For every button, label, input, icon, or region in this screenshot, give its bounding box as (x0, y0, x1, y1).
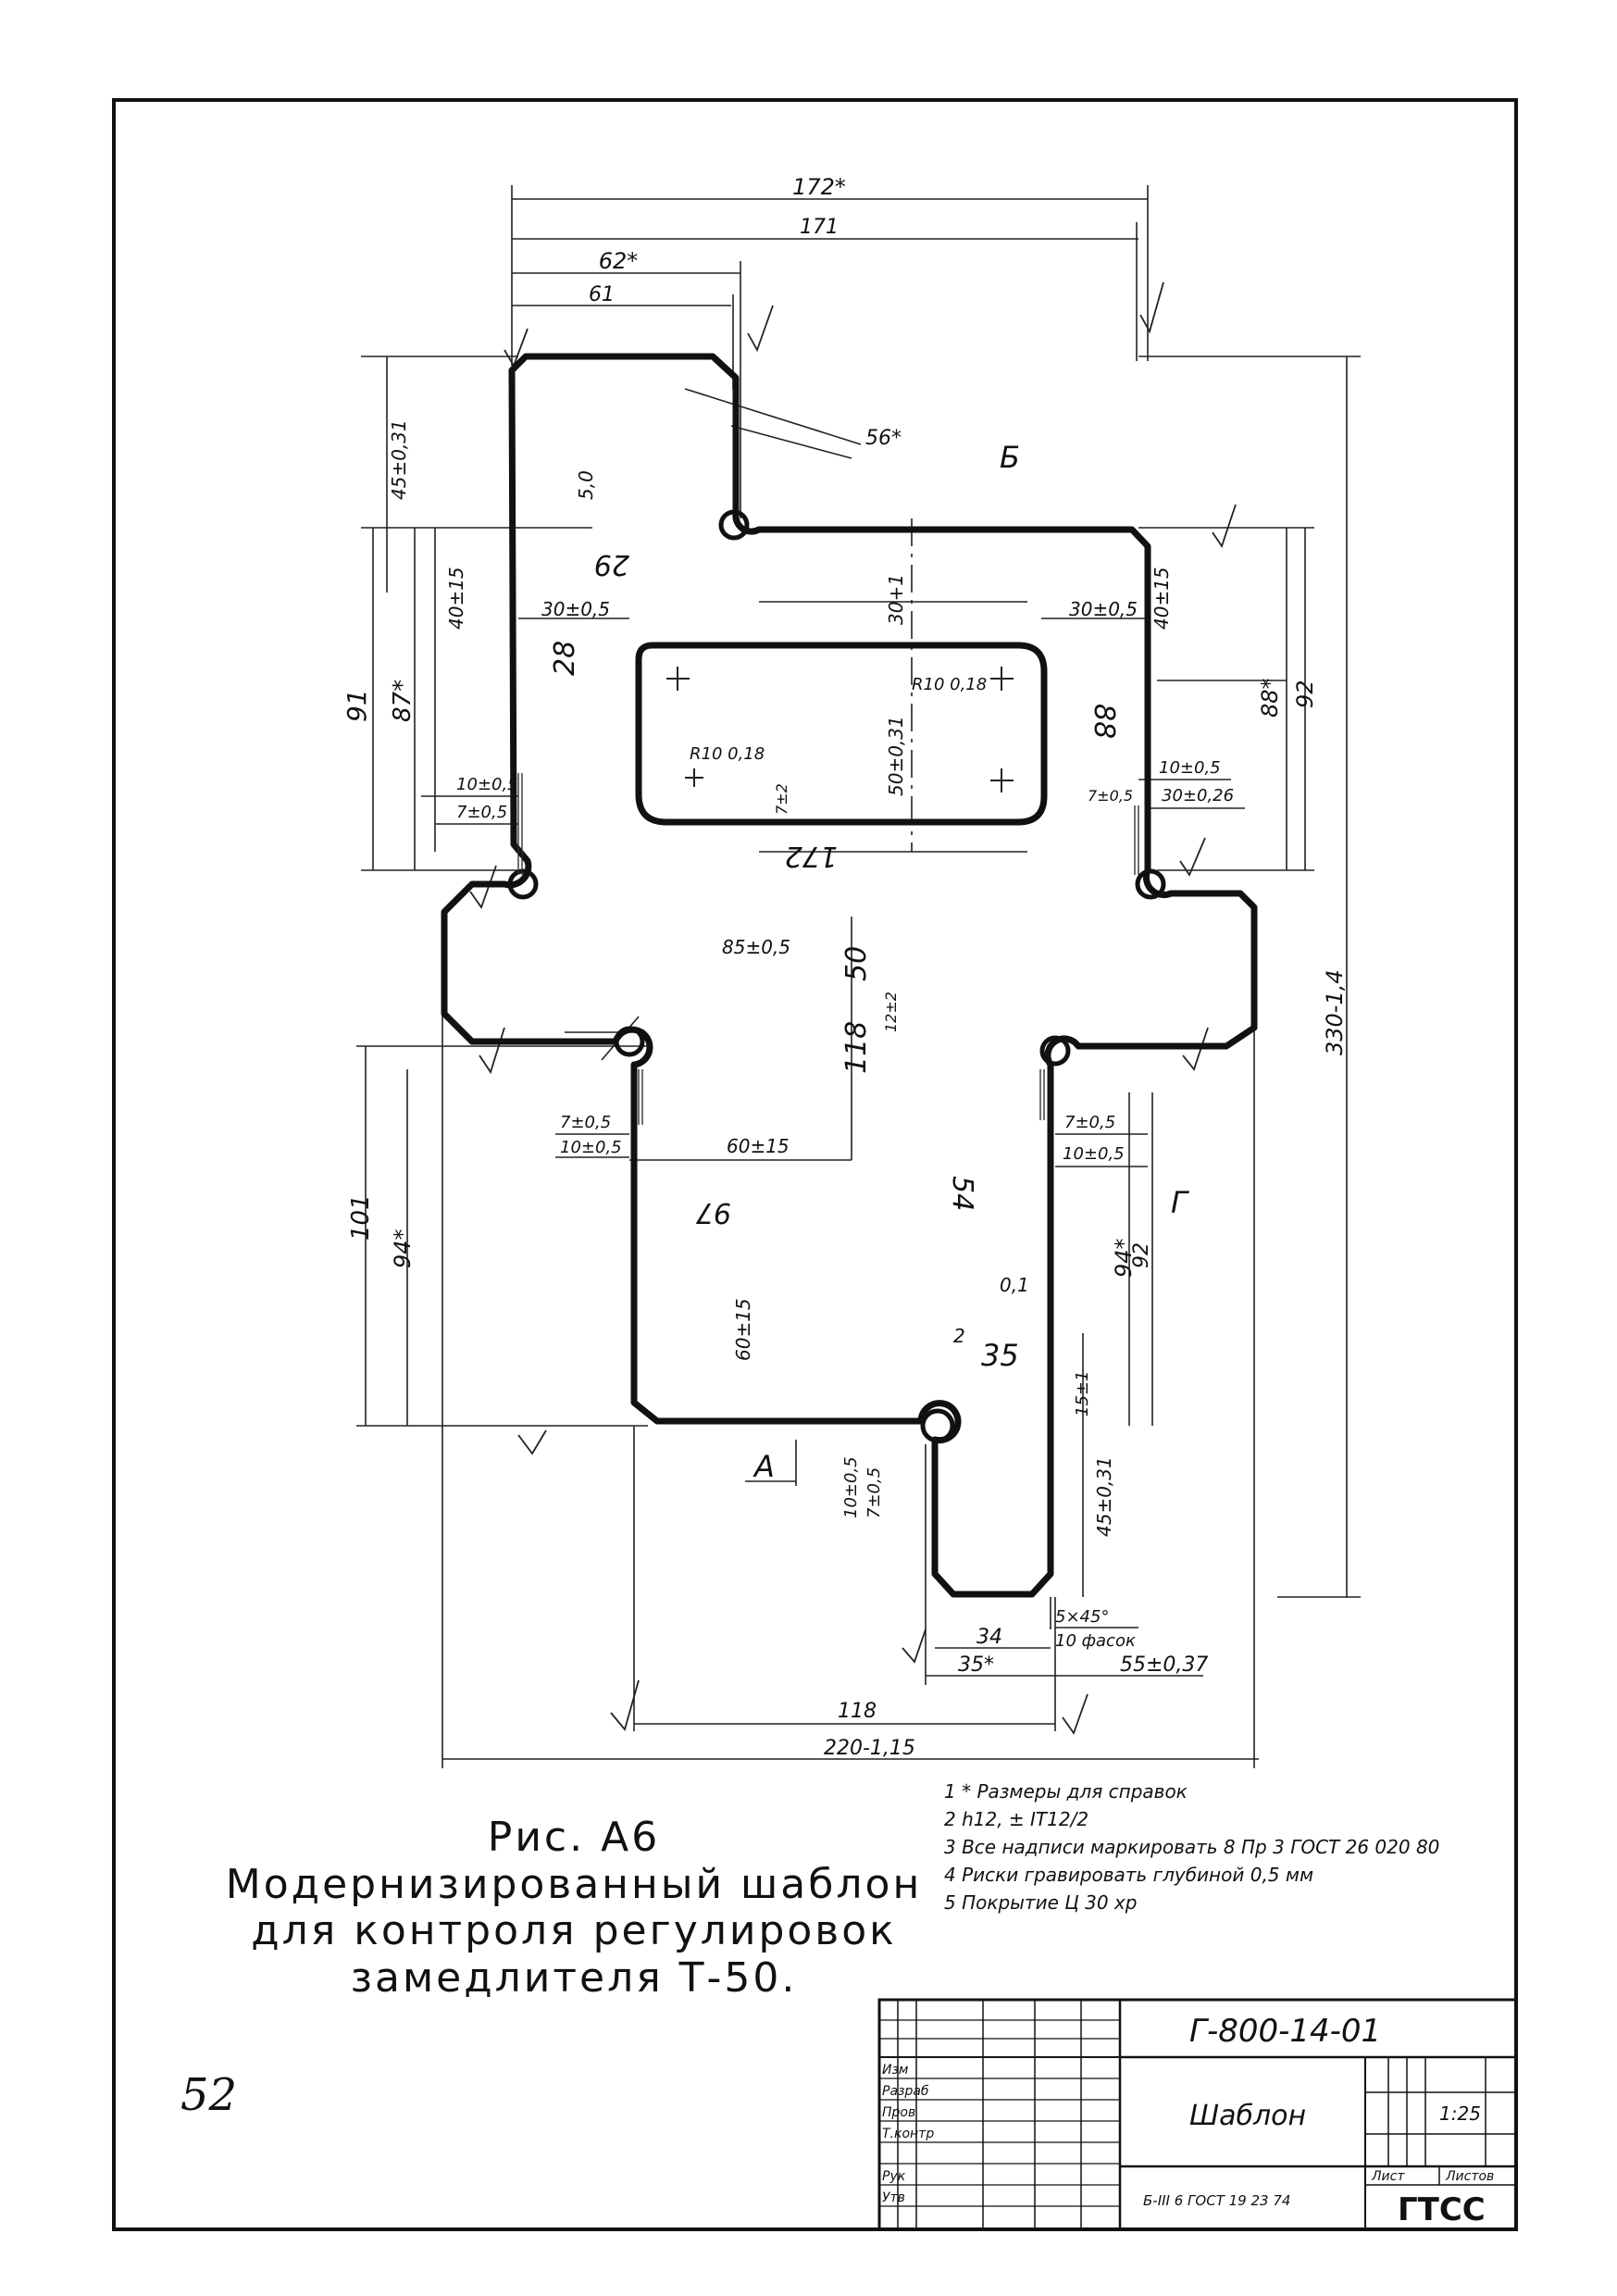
role-0: Изм (882, 2063, 909, 2078)
dim-172: 172* (792, 174, 846, 200)
dim-5: 5,0 (575, 470, 597, 500)
dim-01: 0,1 (1000, 1274, 1029, 1296)
scribe-marks (666, 667, 1014, 792)
sheet-label: Лист (1371, 2169, 1405, 2184)
dim-61: 61 (589, 283, 615, 306)
dim-97: 97 (696, 1196, 731, 1229)
drawing-scale: 1:25 (1439, 2103, 1481, 2125)
dim-7-05-r: 7±0,5 (1064, 1113, 1115, 1132)
role-5: Утв (882, 2190, 905, 2205)
dim-88: 88 (1088, 704, 1120, 739)
dim-91: 91 (342, 689, 372, 722)
dim-10-05-r: 10±0,5 (1063, 1144, 1125, 1164)
dim-45-031-bot: 45±0,31 (1093, 1456, 1115, 1537)
dim-30-1: 30+1 (885, 574, 907, 625)
dim-94-left: 94* (390, 1229, 416, 1268)
dim-40-15-left: 40±15 (445, 567, 467, 630)
organization: ГТСС (1398, 2191, 1486, 2228)
sheets-label: Листов (1445, 2169, 1494, 2184)
relief-holes (507, 509, 1166, 1443)
dim-7-05-low: 7±0,5 (560, 1113, 611, 1132)
role-1: Разраб (882, 2084, 929, 2099)
dim-118-mid: 118 (840, 1021, 873, 1074)
dim-118-bot: 118 (838, 1700, 877, 1723)
dim-r10-top: R10 0,18 (912, 675, 987, 694)
dim-94-right: 94* (1111, 1238, 1137, 1278)
caption-line-4: замедлителя Т-50. (350, 1953, 798, 2002)
dim-r10-bot: R10 0,18 (690, 744, 765, 764)
note-4: 4 Риски гравировать глубиной 0,5 мм (944, 1864, 1314, 1886)
caption-line-3: для контроля регулировок (251, 1907, 897, 1955)
dim-30-05-left: 30±0,5 (541, 598, 610, 620)
dim-40-15-right: 40±15 (1151, 567, 1173, 630)
dim-85-05: 85±0,5 (722, 936, 790, 958)
dim-12-2: 12±2 (882, 992, 900, 1032)
dim-35s: 35* (958, 1653, 994, 1677)
dim-101: 101 (347, 1194, 375, 1241)
dim-56: 56* (865, 427, 902, 450)
dim-2: 2 (953, 1325, 965, 1347)
dim-7-05-right: 7±0,5 (1088, 787, 1133, 805)
dim-10-05-left: 10±0,5 (456, 775, 518, 794)
caption-line-2: Модернизированный шаблон (225, 1860, 923, 1908)
dim-30-05-right: 30±0,5 (1069, 598, 1138, 620)
dim-10-05-right: 10±0,5 (1159, 758, 1221, 778)
figure-caption: Рис. А6 Модернизированный шаблон для кон… (204, 1814, 944, 2002)
dim-50-031: 50±0,31 (885, 716, 907, 796)
label-a: А (753, 1449, 775, 1484)
dimension-labels: 172* 171 62* 61 56* Б 45±0,31 5,0 29 40±… (342, 174, 1348, 1760)
dim-60-15: 60±15 (727, 1135, 790, 1157)
dim-60-15b: 60±15 (732, 1298, 754, 1361)
dim-50-mid: 50 (840, 946, 873, 981)
drawing-name: Шаблон (1189, 2100, 1306, 2132)
dim-45-031: 45±0,31 (388, 419, 410, 500)
note-5: 5 Покрытие Ц 30 хр (944, 1891, 1138, 1914)
material: Б-III 6 ГОСТ 19 23 74 (1143, 2192, 1290, 2209)
dim-35: 35 (981, 1338, 1019, 1373)
dim-55-037: 55±0,37 (1120, 1653, 1208, 1677)
dim-220: 220-1,15 (824, 1737, 915, 1760)
role-4: Рук (882, 2169, 906, 2184)
dim-171: 171 (800, 216, 839, 239)
label-g: Г (1171, 1185, 1189, 1220)
title-block-text: Г-800-14-01 Шаблон 1:25 Лист Листов Б-II… (882, 2013, 1494, 2228)
dim-10-05-low: 10±0,5 (560, 1138, 622, 1157)
dim-7-05-left: 7±0,5 (456, 803, 507, 822)
dim-92: 92 (1292, 680, 1318, 708)
dim-34: 34 (976, 1626, 1002, 1649)
drawing-frame (112, 98, 1518, 2231)
title-block (877, 1998, 1518, 2231)
dim-88s: 88* (1257, 678, 1283, 718)
dim-29: 29 (594, 548, 629, 580)
note-3: 3 Все надписи маркировать 8 Пр 3 ГОСТ 26… (944, 1836, 1440, 1858)
dim-15: 15±1 (1073, 1371, 1092, 1416)
drawing-designation: Г-800-14-01 (1189, 2013, 1381, 2050)
dim-87: 87* (389, 680, 417, 722)
dim-10fasok: 10 фасок (1055, 1631, 1136, 1651)
note-2: 2 h12, ± IT12/2 (944, 1808, 1089, 1830)
note-1: 1 * Размеры для справок (944, 1780, 1188, 1803)
tick-hatches (517, 773, 1139, 1125)
role-3: Т.контр (882, 2127, 934, 2141)
label-b: Б (1000, 440, 1020, 475)
dim-28: 28 (549, 641, 581, 676)
dim-7-05-bot: 7±0,5 (864, 1467, 884, 1518)
dim-30-026: 30±0,26 (1162, 786, 1234, 805)
dim-5x45: 5×45° (1055, 1607, 1109, 1627)
dim-54: 54 (946, 1176, 978, 1211)
dim-62: 62* (599, 248, 639, 274)
dim-10-05-bot: 10±0,5 (841, 1456, 861, 1518)
caption-line-1: Рис. А6 (487, 1814, 661, 1861)
dimension-lines (356, 185, 1361, 1768)
dim-330: 330-1,4 (1322, 969, 1348, 1055)
dim-92b: 92 (1130, 1242, 1153, 1268)
role-2: Пров (882, 2105, 915, 2120)
dim-172-mid: 172 (785, 840, 838, 872)
technical-notes: 1 * Размеры для справок 2 h12, ± IT12/2 … (944, 1778, 1546, 1916)
page-number: 52 (180, 2069, 238, 2121)
dim-7-2: 7±2 (773, 783, 790, 815)
